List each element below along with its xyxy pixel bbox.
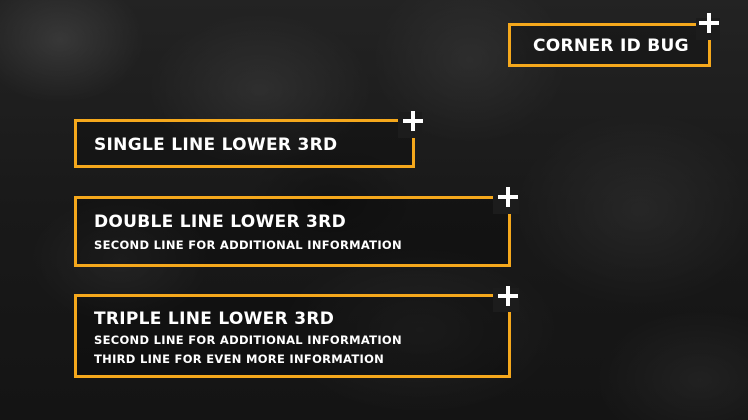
triple-line-second-line: SECOND LINE FOR ADDITIONAL INFORMATION bbox=[94, 333, 402, 347]
plus-icon bbox=[403, 111, 423, 131]
plus-icon bbox=[498, 187, 518, 207]
double-line-second-line: SECOND LINE FOR ADDITIONAL INFORMATION bbox=[94, 238, 402, 252]
plus-icon bbox=[699, 13, 719, 33]
single-line-lower-third-box: SINGLE LINE LOWER 3RD bbox=[74, 119, 415, 168]
single-line-title: SINGLE LINE LOWER 3RD bbox=[94, 135, 338, 155]
plus-icon bbox=[498, 286, 518, 306]
triple-line-title: TRIPLE LINE LOWER 3RD bbox=[94, 309, 335, 329]
corner-id-bug-title: CORNER ID BUG bbox=[533, 36, 689, 56]
corner-id-bug-box: CORNER ID BUG bbox=[508, 23, 711, 67]
double-line-title: DOUBLE LINE LOWER 3RD bbox=[94, 212, 346, 232]
triple-line-lower-third-box: TRIPLE LINE LOWER 3RD SECOND LINE FOR AD… bbox=[74, 294, 511, 378]
triple-line-third-line: THIRD LINE FOR EVEN MORE INFORMATION bbox=[94, 352, 385, 366]
single-border-gap bbox=[398, 112, 422, 138]
double-line-lower-third-box: DOUBLE LINE LOWER 3RD SECOND LINE FOR AD… bbox=[74, 196, 511, 267]
